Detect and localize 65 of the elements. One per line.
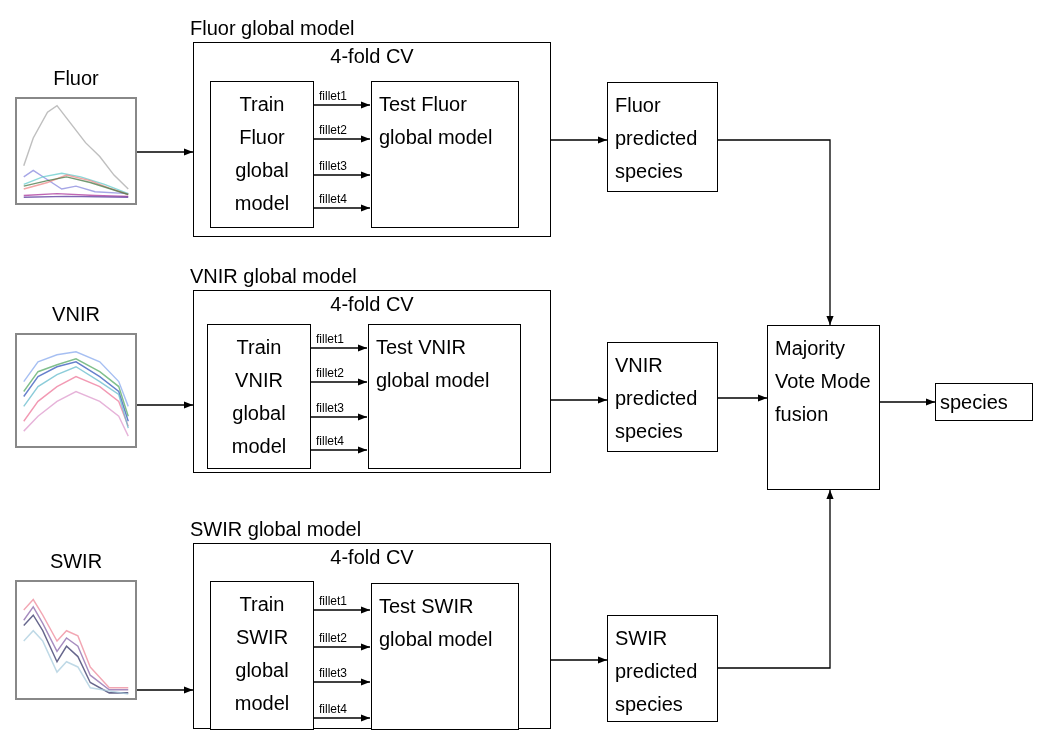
- box-text: Train VNIR global model: [230, 335, 288, 459]
- edge-label: fillet2: [315, 367, 345, 380]
- edge-label: fillet1: [318, 90, 348, 103]
- process-box: [207, 324, 311, 469]
- edge-label: fillet4: [318, 193, 348, 206]
- modality-title: Fluor: [52, 66, 100, 91]
- process-box: [607, 342, 718, 452]
- process-box: [607, 615, 718, 722]
- arrow: [717, 394, 768, 402]
- cv-title: 4-fold CV: [329, 292, 415, 317]
- arrow: [717, 489, 834, 669]
- arrow: [312, 204, 371, 212]
- box-text: Train SWIR global model: [233, 592, 291, 716]
- model-title: VNIR global model: [190, 264, 357, 289]
- arrow: [136, 686, 194, 694]
- arrow: [312, 643, 371, 651]
- box-text: Test VNIR global model: [376, 335, 491, 393]
- arrow: [309, 344, 368, 352]
- process-box: [210, 581, 314, 730]
- arrow: [312, 678, 371, 686]
- process-box: [371, 583, 519, 730]
- model-title: Fluor global model: [190, 16, 355, 41]
- box-text: SWIR predicted species: [615, 626, 699, 717]
- modality-title: SWIR: [48, 549, 104, 574]
- box-text: Train Fluor global model: [233, 92, 291, 216]
- cv-title: 4-fold CV: [329, 44, 415, 69]
- process-box: [607, 82, 718, 192]
- arrow: [312, 171, 371, 179]
- box-text: Test Fluor global model: [379, 92, 494, 150]
- box-text: VNIR predicted species: [615, 353, 699, 444]
- arrow: [550, 136, 608, 144]
- arrow: [550, 396, 608, 404]
- arrow: [309, 446, 368, 454]
- process-box: [210, 81, 314, 228]
- box-text: Majority Vote Mode fusion: [775, 336, 872, 427]
- arrow: [136, 148, 194, 156]
- arrow: [312, 606, 371, 614]
- process-box: [935, 383, 1033, 421]
- arrow: [136, 401, 194, 409]
- edge-label: fillet2: [318, 124, 348, 137]
- arrow: [550, 656, 608, 664]
- arrow: [717, 139, 834, 326]
- edge-label: fillet1: [318, 595, 348, 608]
- box-text: species: [940, 389, 1009, 415]
- edge-label: fillet4: [315, 435, 345, 448]
- arrow: [312, 101, 371, 109]
- edge-label: fillet4: [318, 703, 348, 716]
- process-box: [368, 324, 521, 469]
- arrow: [312, 714, 371, 722]
- arrow: [312, 135, 371, 143]
- cv-title: 4-fold CV: [329, 545, 415, 570]
- process-box: [371, 81, 519, 228]
- model-title: SWIR global model: [190, 517, 362, 542]
- edge-label: fillet2: [318, 632, 348, 645]
- arrow: [879, 398, 936, 406]
- arrow: [309, 413, 368, 421]
- edge-label: fillet3: [315, 402, 345, 415]
- edge-label: fillet3: [318, 160, 348, 173]
- edge-label: fillet1: [315, 333, 345, 346]
- modality-title: VNIR: [51, 302, 101, 327]
- edge-label: fillet3: [318, 667, 348, 680]
- arrow: [309, 378, 368, 386]
- process-box: [767, 325, 880, 490]
- box-text: Fluor predicted species: [615, 93, 699, 184]
- box-text: Test SWIR global model: [379, 594, 494, 652]
